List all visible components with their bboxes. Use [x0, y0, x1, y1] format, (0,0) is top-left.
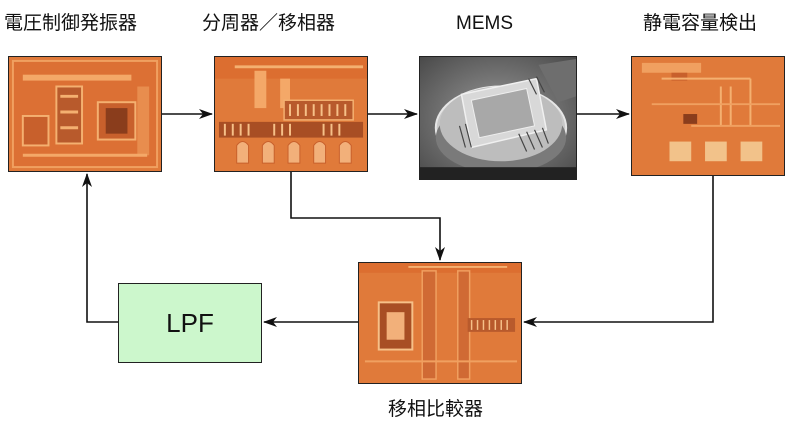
- lpf-block: LPF: [118, 283, 262, 363]
- vco-chip-image: [8, 56, 162, 172]
- arrow-divider-to-phase-comp: [290, 172, 445, 261]
- phase-comp-chip-image: [358, 262, 522, 384]
- arrow-cap-detect-to-phase-comp: [523, 176, 714, 327]
- vco-label: 電圧制御発振器: [4, 12, 138, 34]
- divider-label: 分周器／移相器: [202, 12, 336, 34]
- arrow-lpf-to-vco: [82, 173, 118, 323]
- mems-sem-image: [419, 56, 577, 180]
- mems-label: MEMS: [456, 13, 513, 34]
- cap-detect-chip-image: [631, 56, 785, 176]
- cap-detect-label: 静電容量検出: [643, 12, 758, 34]
- phase-comp-label: 移相比較器: [388, 398, 484, 420]
- lpf-label: LPF: [166, 307, 214, 338]
- divider-chip-image: [214, 56, 368, 172]
